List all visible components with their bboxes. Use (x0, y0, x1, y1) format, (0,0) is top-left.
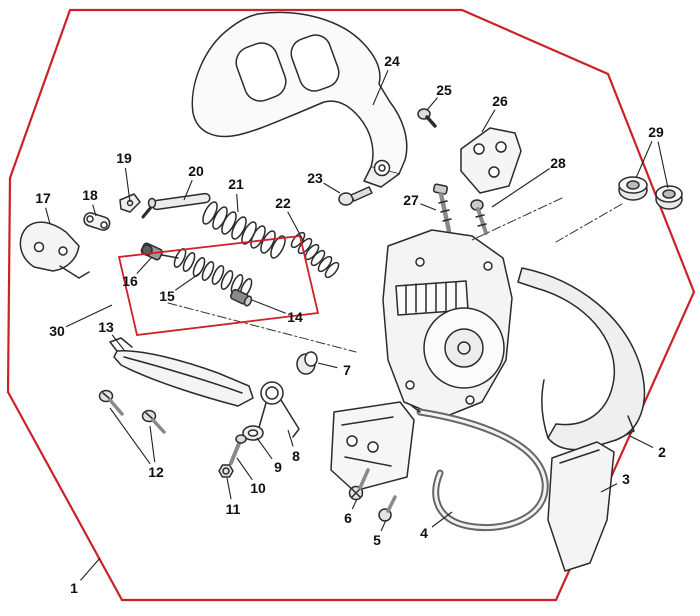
callout-leader-11 (226, 477, 232, 500)
callout-5: 5 (373, 532, 381, 548)
part-roller (296, 351, 318, 375)
callout-leader-6 (351, 498, 358, 510)
part-nut-11 (218, 464, 234, 478)
callout-10: 10 (250, 480, 266, 496)
callout-16: 16 (122, 273, 138, 289)
part-brake-band (411, 405, 549, 532)
part-guide-plate (109, 337, 254, 407)
callout-leader-18 (92, 204, 97, 217)
callout-leader-24 (372, 69, 389, 106)
callout-leader-21 (236, 193, 239, 213)
part-spring-22 (290, 231, 340, 279)
callout-21: 21 (228, 176, 244, 192)
part-catcher-plate (330, 401, 415, 492)
part-clip (119, 193, 141, 213)
part-elbow-16 (140, 242, 163, 261)
part-clutch-cover (517, 267, 646, 451)
callout-leader-1 (80, 557, 101, 581)
part-screw-5 (378, 495, 397, 522)
callout-leader-4 (431, 511, 453, 528)
callout-leader-15 (174, 272, 201, 291)
callout-30: 30 (49, 323, 65, 339)
callout-18: 18 (82, 187, 98, 203)
callout-leader-2 (629, 435, 654, 448)
callout-11: 11 (226, 501, 241, 517)
callout-13: 13 (98, 319, 114, 335)
callout-12: 12 (148, 464, 164, 480)
callout-9: 9 (274, 459, 282, 475)
part-screw-27 (432, 183, 452, 234)
callout-leader-5 (380, 519, 387, 532)
axis-line-3 (555, 203, 623, 243)
part-flange-nuts (618, 176, 683, 210)
callout-8: 8 (292, 448, 300, 464)
callout-25: 25 (436, 82, 452, 98)
callout-leader-19 (124, 167, 131, 203)
callout-3: 3 (622, 471, 630, 487)
part-brake-housing (382, 229, 513, 419)
part-bolt-10 (229, 434, 247, 465)
callout-7: 7 (343, 362, 351, 378)
part-link (83, 212, 111, 231)
part-torsion-spring (257, 381, 300, 438)
part-screw-6 (348, 468, 370, 501)
callout-leader-10 (236, 457, 253, 481)
diagram-artwork (19, 11, 683, 572)
callout-15: 15 (159, 288, 175, 304)
callout-leader-25 (426, 97, 438, 111)
part-pivot-bolt (338, 186, 373, 206)
callout-14: 14 (287, 309, 303, 325)
callout-19: 19 (116, 150, 132, 166)
callout-leader-13 (111, 334, 125, 351)
callout-leader-9 (256, 437, 273, 460)
callout-leader-7 (317, 362, 338, 369)
diagram-border (6, 8, 696, 602)
callout-17: 17 (35, 190, 51, 206)
callout-6: 6 (344, 510, 352, 526)
callout-leader-22 (287, 211, 305, 243)
part-rod (141, 192, 211, 219)
part-side-plate (547, 441, 615, 572)
callout-leader-29 (657, 141, 669, 189)
callout-28: 28 (550, 155, 566, 171)
callout-leader-8 (287, 429, 294, 447)
callout-leader-20 (183, 179, 193, 201)
callout-26: 26 (492, 93, 508, 109)
callout-24: 24 (384, 53, 400, 69)
callout-leader-12 (109, 407, 151, 465)
part-screw-28 (470, 199, 488, 235)
callout-1: 1 (70, 580, 78, 596)
part-washer (242, 425, 264, 441)
callout-4: 4 (420, 525, 428, 541)
callout-27: 27 (403, 192, 419, 208)
part-spring-21 (202, 201, 286, 259)
callout-leader-26 (481, 109, 496, 133)
callout-leader-12 (149, 425, 156, 463)
part-plug-14 (229, 288, 253, 307)
callout-leader-3 (600, 483, 618, 493)
part-hand-guard (191, 11, 408, 188)
callout-leader-30 (65, 304, 113, 328)
callout-29: 29 (648, 124, 664, 140)
callout-leader-23 (323, 182, 341, 194)
callout-leader-17 (45, 207, 51, 225)
part-bracket-plate (460, 127, 522, 194)
callout-20: 20 (188, 163, 204, 179)
axis-line-1 (167, 302, 357, 353)
axis-line-2 (471, 197, 563, 241)
callout-leader-14 (251, 299, 286, 314)
part-screws-12 (98, 389, 166, 434)
callout-leader-16 (136, 256, 153, 274)
part-small-bolt (417, 108, 437, 128)
callout-leader-28 (491, 168, 551, 208)
callout-22: 22 (275, 195, 291, 211)
part-lever (19, 221, 90, 279)
callout-leader-27 (420, 203, 437, 211)
callout-2: 2 (658, 444, 666, 460)
callout-23: 23 (307, 170, 323, 186)
callout-leader-29 (635, 140, 653, 179)
highlight-box (117, 235, 320, 336)
